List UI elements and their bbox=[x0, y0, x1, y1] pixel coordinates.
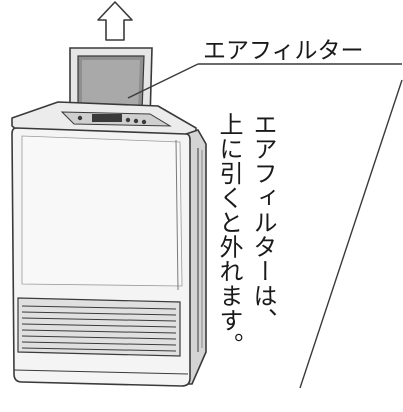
vent-grille bbox=[17, 297, 181, 357]
note-line-2: 上に引くと外れます。 bbox=[215, 112, 243, 357]
divider-line bbox=[299, 79, 403, 389]
callout-leader-line bbox=[127, 63, 402, 99]
note-line-1: エアフィルターは、 bbox=[249, 112, 277, 333]
callout-label-air-filter: エアフィルター bbox=[203, 38, 364, 64]
air-filter bbox=[69, 47, 153, 121]
display-panel bbox=[92, 114, 122, 122]
heater-unit bbox=[11, 101, 207, 387]
up-arrow-icon bbox=[97, 1, 133, 41]
